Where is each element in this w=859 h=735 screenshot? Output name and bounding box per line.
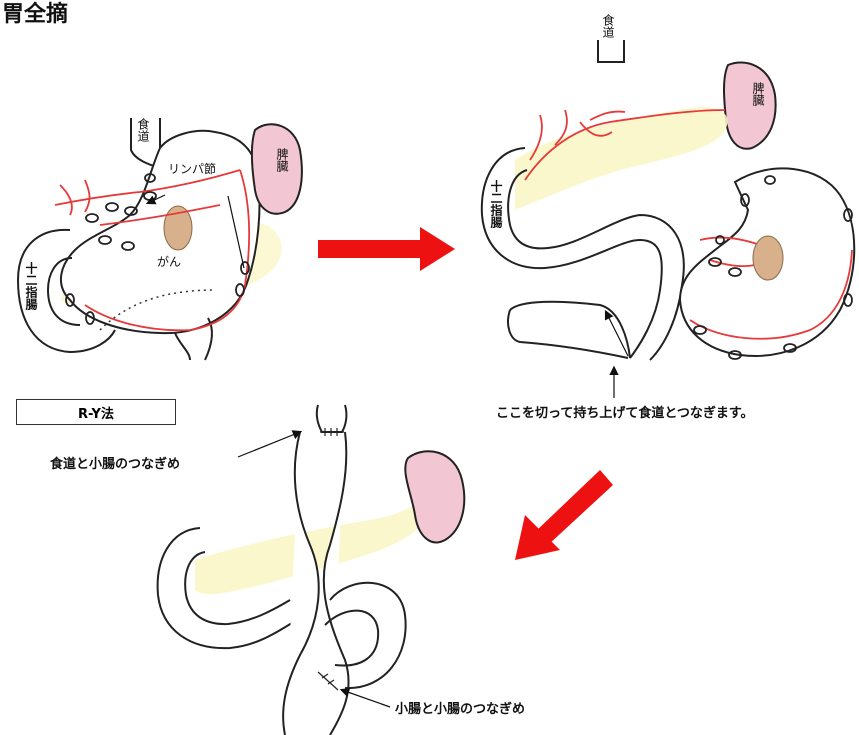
- junction-pointer-2: [342, 690, 390, 707]
- panel-1-before: [18, 118, 302, 360]
- tumor-2: [753, 236, 783, 280]
- junction-pointer-1: [238, 432, 300, 457]
- panel-2-resected: [482, 40, 854, 398]
- stomach-outline: [61, 131, 260, 333]
- arrow-down-left: [515, 470, 613, 560]
- label-esophagus-1: 食道: [137, 118, 149, 142]
- label-cut-note: ここを切って持ち上げて食道とつなぎます。: [496, 402, 754, 421]
- label-duodenum-1: 十二指腸: [25, 262, 37, 310]
- jejunal-limb: [283, 432, 348, 735]
- spleen-2: [724, 63, 776, 149]
- label-esophagus-2: 食道: [602, 14, 614, 38]
- label-duodenum-2: 十二指腸: [490, 180, 502, 228]
- bowel-end: [508, 302, 630, 358]
- esophagus-3: [317, 405, 347, 432]
- arrow-right: [318, 227, 455, 271]
- label-spleen-1: 脾臓: [276, 148, 288, 172]
- label-lymph-node: リンパ節: [168, 160, 216, 177]
- panel-3-roux-y: [158, 405, 465, 735]
- label-bowel-junction: 小腸と小腸のつなぎめ: [395, 698, 525, 717]
- method-label: R-Y法: [78, 403, 114, 422]
- method-label-box: R-Y法: [16, 399, 176, 425]
- label-esophagus-junction: 食道と小腸のつなぎめ: [50, 453, 180, 472]
- page-title: 胃全摘: [2, 0, 68, 28]
- pancreas-2: [515, 107, 728, 210]
- label-spleen-2: 脾臓: [752, 82, 764, 106]
- label-cancer: がん: [157, 253, 181, 270]
- esophagus-stump: [598, 40, 624, 62]
